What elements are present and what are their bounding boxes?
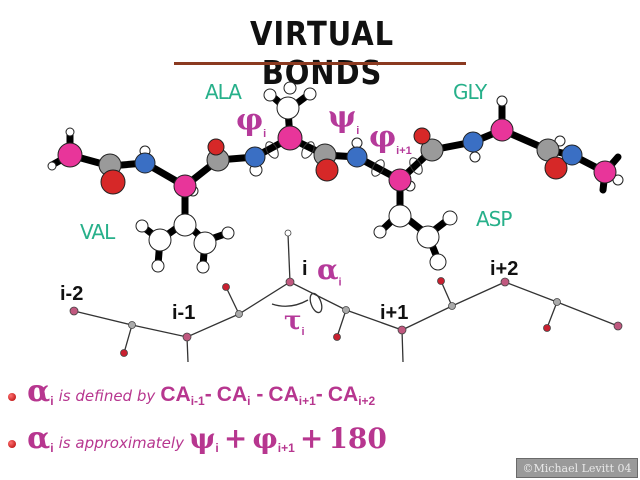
title-underline: [174, 62, 466, 65]
c-point: [448, 302, 456, 310]
hydrogen-atom: [496, 95, 508, 107]
nitrogen-atom: [462, 131, 484, 153]
index-label-i-2: i-2: [60, 283, 84, 305]
o-point: [333, 333, 341, 341]
c-point: [342, 306, 350, 314]
o-point: [437, 277, 445, 285]
h-point: [284, 229, 292, 237]
ca-point: [69, 306, 79, 316]
virtual-chain-points: [69, 229, 623, 357]
bullet-icon: [8, 439, 16, 448]
hydrogen-atom: [276, 96, 300, 120]
index-label-i: i: [302, 258, 308, 280]
index-label-i+2: i+2: [490, 258, 519, 280]
ca-point: [182, 332, 192, 342]
alpha-carbon-atom: [277, 125, 303, 151]
o-point: [222, 283, 230, 291]
alpha-carbon-atom: [57, 142, 83, 168]
hydrogen-atom: [442, 210, 458, 226]
index-label-i+1: i+1: [380, 302, 409, 324]
oxygen-atom: [413, 127, 431, 145]
o-point: [120, 349, 128, 357]
oxygen-atom: [544, 156, 568, 180]
hydrogen-atom: [196, 260, 210, 274]
hydrogen-atom: [373, 225, 387, 239]
tau-i-label: τi: [284, 306, 305, 339]
ca-point: [500, 277, 510, 287]
ca-point: [397, 325, 407, 335]
hydrogen-atom: [65, 127, 75, 137]
phi-i1-label: φi+1: [369, 120, 412, 157]
hydrogen-atom: [263, 88, 277, 102]
hydrogen-atom: [388, 204, 412, 228]
bullet-alpha-approximation: αi is approximately ψi + φi+1 + 180: [8, 421, 387, 456]
alpha-i-label: αi: [317, 253, 342, 289]
alpha-carbon-atom: [173, 174, 197, 198]
hydrogen-atom: [47, 161, 57, 171]
hydrogen-atom: [173, 213, 197, 237]
carbon-atom: [420, 138, 444, 162]
hydrogen-atom: [429, 253, 447, 271]
bullet-alpha-definition: αi is defined by CAi-1- CAi - CAi+1- CAi…: [8, 374, 375, 409]
residue-label-gly: GLY: [453, 80, 487, 104]
psi-i-label: ψi: [328, 100, 360, 137]
hydrogen-atom: [283, 81, 297, 95]
hydrogen-atom: [193, 231, 217, 255]
nitrogen-atom: [134, 152, 156, 174]
hydrogen-atom: [221, 226, 235, 240]
phi-i-label: φi: [236, 103, 267, 140]
ca-point: [613, 321, 623, 331]
c-point: [553, 298, 561, 306]
hydrogen-atom: [303, 87, 317, 101]
oxygen-atom: [207, 138, 225, 156]
residue-label-ala: ALA: [205, 80, 242, 104]
hydrogen-atom: [151, 259, 165, 273]
hydrogen-atom: [135, 219, 149, 233]
alpha-carbon-atom: [490, 118, 514, 142]
alpha-carbon-atom: [593, 160, 617, 184]
copyright-credit: ©Michael Levitt 04: [516, 458, 638, 478]
residue-label-asp: ASP: [476, 207, 512, 231]
nitrogen-atom: [561, 144, 583, 166]
nitrogen-atom: [346, 146, 368, 168]
o-point: [543, 324, 551, 332]
oxygen-atom: [315, 158, 339, 182]
alpha-carbon-atom: [388, 168, 412, 192]
diagram-title: VIRTUAL BONDS: [250, 14, 394, 92]
bullet-icon: [8, 392, 16, 401]
c-point: [235, 310, 243, 318]
c-point: [128, 321, 136, 329]
ca-point: [285, 277, 295, 287]
residue-label-val: VAL: [80, 220, 115, 244]
nitrogen-atom: [244, 146, 266, 168]
oxygen-atom: [100, 169, 126, 195]
hydrogen-atom: [148, 228, 172, 252]
torsion-rotation-arrows: [265, 141, 423, 177]
hydrogen-atom: [416, 225, 440, 249]
index-label-i-1: i-1: [172, 302, 196, 324]
atoms: [47, 81, 624, 274]
hydrogen-atom: [469, 151, 481, 163]
